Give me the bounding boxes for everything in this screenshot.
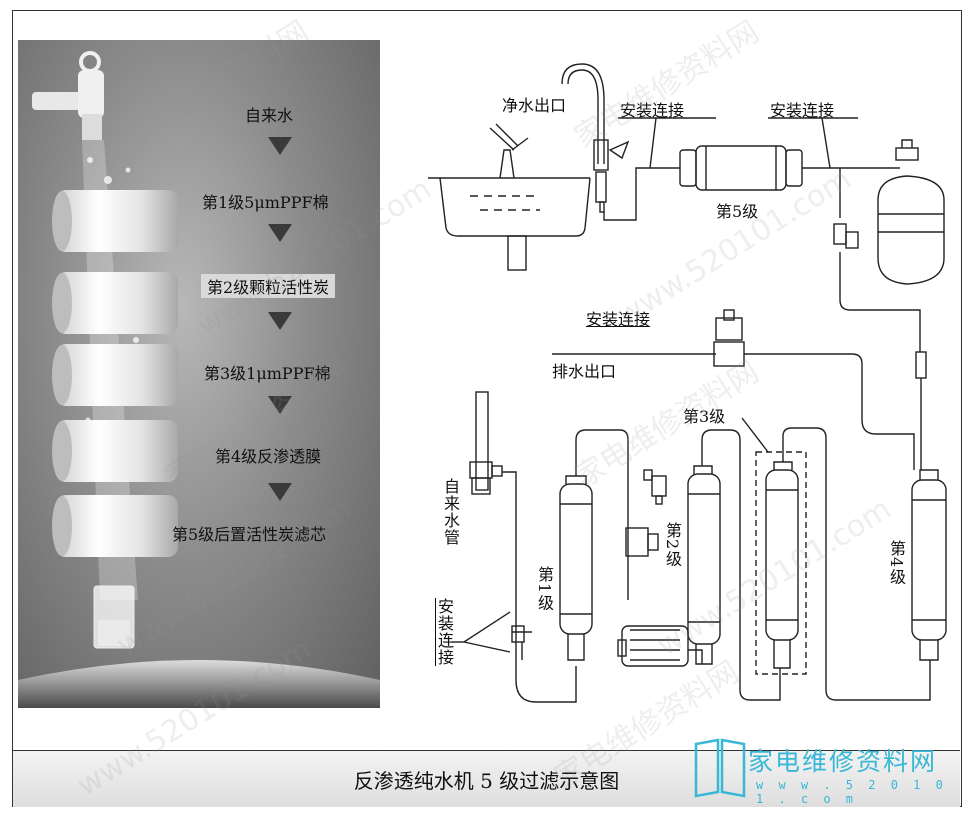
caption-bar: 反渗透纯水机 5 级过滤示意图 [13, 750, 960, 807]
label-install-connect: 安装连接 [435, 598, 454, 666]
stage2-filter-cartridge [687, 465, 721, 665]
check-valve-icon [833, 223, 859, 249]
figure-caption: 反渗透纯水机 5 级过滤示意图 [353, 769, 620, 793]
book-logo-icon [694, 738, 746, 798]
stage-label-4: 第4级反渗透膜 [215, 447, 322, 466]
filter-stack-illustration [18, 51, 380, 708]
label-stage2: 第2级 [663, 522, 682, 568]
filtration-photo-panel [18, 40, 380, 708]
stage-label-3: 第3级1μmPPF棉 [204, 364, 331, 383]
label-stage3: 第3级 [683, 407, 726, 426]
filter-cylinder [52, 190, 178, 252]
logo-brand: 家电维修资料网 [748, 747, 938, 776]
flow-restrictor-icon [915, 351, 927, 379]
down-arrow-icon [268, 312, 292, 330]
stage-label-5: 第5级后置活性炭滤芯 [172, 525, 327, 544]
sink-faucet-icon [489, 123, 529, 179]
down-arrow-icon [268, 137, 292, 155]
label-install-connect: 安装连接 [586, 310, 651, 329]
pressure-tank-icon [877, 139, 945, 285]
stage5-filter-cartridge [679, 145, 803, 191]
label-stage5: 第5级 [716, 202, 759, 221]
pressure-switch-icon [643, 469, 667, 505]
solenoid-valve-icon [625, 527, 659, 557]
sink-icon [428, 177, 591, 271]
water-surface [18, 660, 380, 708]
filter-cylinder [52, 495, 178, 557]
label-install-connect: 安装连接 [770, 101, 835, 120]
logo-url: w w w . 5 2 0 1 0 1 . c o m [756, 778, 947, 806]
faucet-icon [32, 51, 104, 140]
filter-cylinder [52, 272, 178, 334]
down-arrow-icon [268, 483, 292, 501]
label-install-connect: 安装连接 [620, 101, 685, 120]
down-arrow-icon [268, 396, 292, 414]
pure-water-faucet-icon [561, 63, 630, 213]
down-arrow-icon [268, 224, 292, 242]
stage-label-1: 第1级5μmPPF棉 [202, 193, 329, 212]
booster-pump-icon [617, 625, 689, 667]
label-tap-water-pipe: 自来水管 [441, 478, 460, 546]
tap-water-pipe-icon [469, 391, 503, 495]
glass-cup-icon [93, 585, 135, 649]
filter-cylinder [52, 344, 178, 406]
stage-label-2: 第2级颗粒活性炭 [201, 274, 336, 298]
site-logo: 家电维修资料网 w w w . 5 2 0 1 0 1 . c o m [690, 736, 960, 806]
label-drain-outlet: 排水出口 [552, 362, 617, 381]
stage1-filter-cartridge [559, 475, 593, 661]
stage-label-tap-water: 自来水 [245, 106, 294, 125]
label-pure-water-outlet: 净水出口 [502, 96, 567, 115]
label-stage4: 第4级 [887, 540, 906, 586]
label-stage1: 第1级 [535, 566, 554, 612]
filter-cylinder [52, 420, 178, 482]
stage4-filter-cartridge [911, 469, 947, 661]
